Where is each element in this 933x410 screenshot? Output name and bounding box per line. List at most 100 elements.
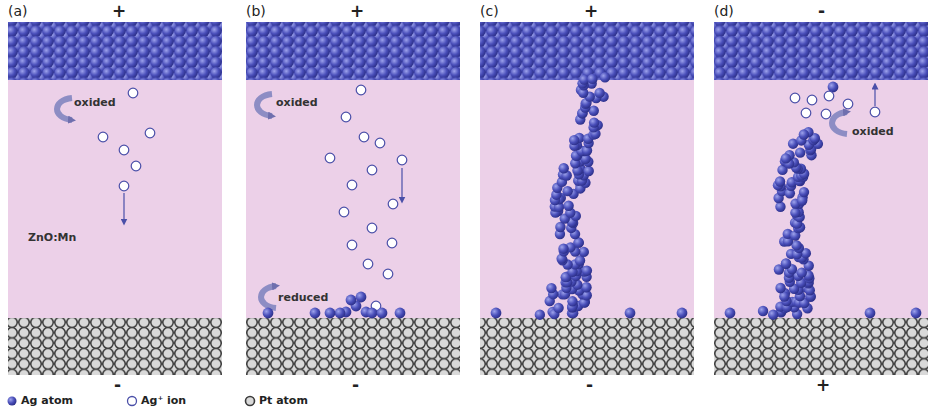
ag-atom [758, 306, 768, 316]
ag-ion [128, 88, 138, 98]
ag-atom [581, 282, 591, 292]
ag-ion [325, 153, 335, 163]
ag-atom [795, 147, 805, 157]
ag-ion-sample [128, 397, 137, 406]
ag-atom [775, 202, 785, 212]
ag-atom-sample [8, 397, 17, 406]
ag-atom [377, 308, 388, 319]
ag-atom [335, 308, 346, 319]
polarity-sign: + [584, 3, 598, 20]
ag-atom [600, 72, 610, 82]
ag-atom [569, 135, 579, 145]
ag-ion [347, 180, 357, 190]
zno-layer [714, 80, 928, 318]
ag-ion [359, 132, 369, 142]
ag-atom [367, 308, 378, 319]
ag-ion [807, 95, 817, 105]
ag-atom [263, 308, 274, 319]
ag-ion [843, 99, 853, 109]
ag-ion [367, 165, 377, 175]
ag-atom [356, 292, 367, 303]
drift-arrow [401, 168, 402, 200]
ag-ion [145, 128, 155, 138]
ag-ion [375, 138, 385, 148]
pt-electrode [714, 318, 928, 375]
ag-electrode [714, 22, 928, 80]
legend-text: Ag⁺ ion [141, 395, 186, 406]
process-label: reduced [278, 292, 328, 303]
ag-atom [558, 243, 568, 253]
ag-ion [98, 132, 108, 142]
polarity-sign: + [350, 3, 364, 20]
reaction-arrow [832, 112, 847, 134]
ag-atom [775, 283, 785, 293]
ag-atom [781, 259, 791, 269]
ag-atom [799, 129, 809, 139]
material-label: ZnO:Mn [28, 232, 76, 243]
reaction-arrow [257, 94, 272, 116]
drift-arrow [874, 86, 875, 106]
ag-ion [870, 107, 880, 117]
zno-layer [246, 80, 460, 318]
ag-ion [367, 223, 377, 233]
reaction-arrow [57, 98, 72, 120]
ag-atom [790, 207, 800, 217]
legend-text: Ag atom [21, 395, 73, 406]
polarity-sign: - [114, 377, 121, 394]
ag-atom [563, 201, 573, 211]
ag-ion [347, 240, 357, 250]
ag-ion [824, 91, 834, 101]
drift-arrow [123, 193, 124, 222]
process-label: oxided [276, 97, 318, 108]
ag-atom [768, 309, 778, 319]
pt-electrode [480, 318, 694, 375]
legend-text: Pt atom [259, 395, 308, 406]
zno-layer [480, 80, 694, 318]
ag-ion [790, 93, 800, 103]
ag-atom [559, 163, 569, 173]
panel-label: (c) [480, 4, 499, 18]
ag-atom [553, 303, 563, 313]
ag-atom [781, 153, 791, 163]
ag-atom [562, 186, 572, 196]
pt-atom-sample [246, 397, 255, 406]
ag-atom [781, 258, 791, 268]
ag-atom [677, 308, 688, 319]
reaction-arrow [261, 286, 276, 308]
ag-ion [119, 145, 129, 155]
ag-atom [535, 309, 545, 319]
pt-electrode [246, 318, 460, 375]
ag-ion [356, 85, 366, 95]
polarity-sign: + [112, 3, 126, 20]
ag-atom [775, 176, 785, 186]
ag-atom [582, 265, 592, 275]
ag-ion [119, 181, 129, 191]
ag-ion [397, 155, 407, 165]
ag-atom [589, 117, 599, 127]
panel-label: (d) [714, 4, 734, 18]
ag-atom [310, 308, 321, 319]
ag-ion [131, 161, 141, 171]
ag-atom [625, 308, 636, 319]
process-label: oxided [852, 126, 894, 137]
ag-atom [799, 187, 809, 197]
ag-atom [346, 295, 357, 306]
ag-atom [546, 283, 556, 293]
ag-ion [387, 238, 397, 248]
ag-atom [325, 308, 336, 319]
ag-electrode [246, 22, 460, 80]
ag-ion [341, 112, 351, 122]
ag-ion [363, 259, 373, 269]
polarity-sign: - [586, 377, 593, 394]
ag-atom [594, 88, 604, 98]
ag-electrode [480, 22, 694, 80]
panel-label: (a) [8, 4, 28, 18]
ag-atom [865, 308, 876, 319]
ag-atom [911, 308, 922, 319]
ag-electrode [8, 22, 222, 80]
process-label: oxided [74, 97, 116, 108]
ag-atom [395, 308, 406, 319]
polarity-sign: + [816, 377, 830, 394]
